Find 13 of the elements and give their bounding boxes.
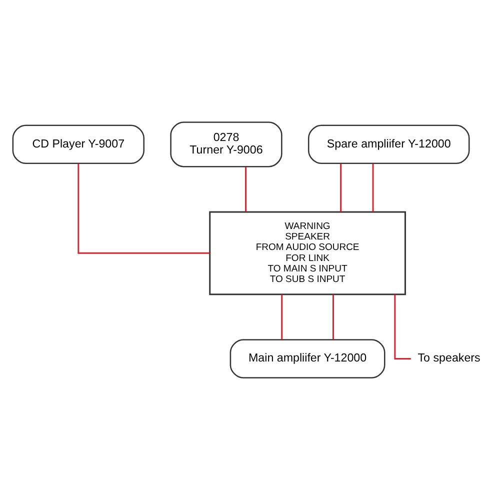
connector <box>372 164 374 212</box>
node-box: Spare ampliifer Y-12000 <box>308 124 470 164</box>
connector <box>332 294 334 340</box>
connector <box>340 164 342 212</box>
node-text: To speakers <box>418 352 480 365</box>
node-box: CD Player Y-9007 <box>12 124 144 164</box>
connector <box>394 294 411 360</box>
connector <box>245 166 247 212</box>
node-box: Main ampliifer Y-12000 <box>230 339 386 378</box>
node-box: WARNING SPEAKER FROM AUDIO SOURCE FOR LINK TO MAIN S INPUT TO SUB S INPUT <box>209 211 406 296</box>
connector <box>281 294 283 340</box>
connector <box>78 164 210 254</box>
node-box: 0278 Turner Y-9006 <box>170 122 282 168</box>
